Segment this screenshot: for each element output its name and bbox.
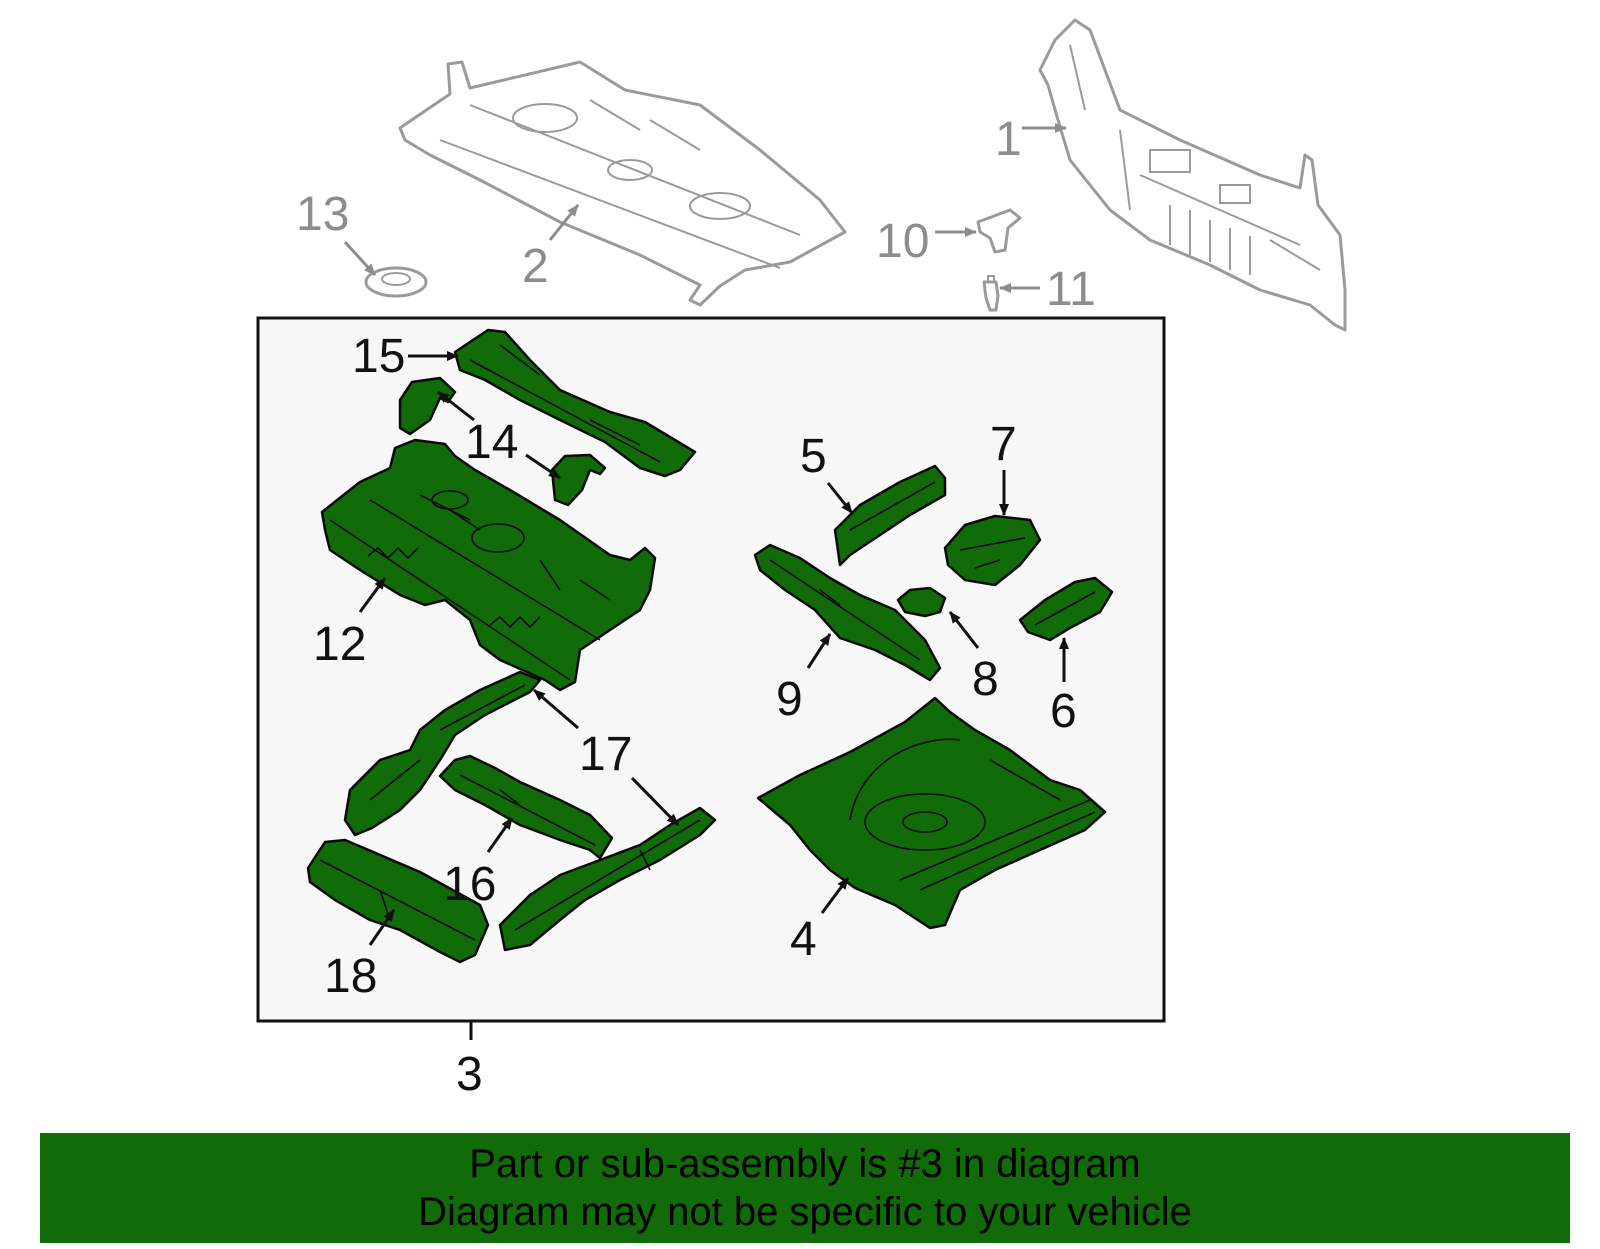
callout-12: 12: [313, 618, 366, 671]
arrow-8: [948, 611, 980, 649]
callout-17: 17: [579, 728, 632, 781]
part-7-panel: [943, 514, 1042, 587]
part-14b-bracket: [550, 453, 607, 507]
callout-2: 2: [522, 240, 549, 293]
callout-6: 6: [1050, 685, 1077, 738]
arrow-17a: [533, 688, 579, 730]
callout-5: 5: [800, 430, 827, 483]
callout-4: 4: [790, 913, 817, 966]
part-8-plug: [896, 586, 947, 618]
part-6-bracket: [1018, 576, 1114, 642]
part-12-rear-floor-pan: [320, 438, 657, 692]
arrow-17b: [630, 776, 680, 827]
part-16-cross-member: [438, 754, 614, 860]
info-banner: Part or sub-assembly is #3 in diagram Di…: [40, 1133, 1570, 1243]
callout-13: 13: [296, 188, 349, 241]
part-10-bracket: [976, 208, 1022, 254]
arrow-5: [826, 482, 854, 514]
arrow-16: [486, 817, 514, 853]
part-13-plug: [364, 266, 428, 298]
arrow-14b: [525, 453, 561, 480]
arrow-18: [368, 909, 396, 946]
callout-11: 11: [1046, 263, 1096, 316]
callout-10: 10: [876, 215, 929, 268]
arrow-14a: [437, 390, 475, 422]
callout-16: 16: [443, 858, 496, 911]
part-15-rail: [453, 328, 697, 478]
arrow-13: [343, 240, 377, 277]
arrow-2: [548, 204, 580, 241]
callout-18: 18: [324, 950, 377, 1003]
banner-line-2: Diagram may not be specific to your vehi…: [418, 1190, 1192, 1234]
part-4-spare-wheel-pan: [756, 696, 1107, 930]
part-11-clip: [982, 275, 1000, 312]
banner-line-1: Part or sub-assembly is #3 in diagram: [469, 1142, 1141, 1186]
part-18-rear-cross-member: [306, 838, 490, 964]
part-5-bracket: [833, 464, 947, 567]
info-banner-background: [40, 1133, 1570, 1243]
part-17b-side-member: [498, 806, 717, 952]
callout-14: 14: [465, 416, 518, 469]
part-17a-side-member: [343, 670, 542, 837]
callout-8: 8: [972, 653, 999, 706]
arrow-9: [806, 633, 832, 669]
arrow-12: [358, 577, 387, 613]
part-2-rear-package-tray: [398, 60, 847, 307]
callout-15: 15: [352, 330, 405, 383]
callout-3: 3: [456, 1048, 483, 1101]
callout-9: 9: [776, 673, 803, 726]
part-1-rear-panel: [1038, 18, 1347, 332]
part-9-extension: [753, 543, 942, 682]
callout-7: 7: [990, 418, 1017, 471]
arrow-4: [820, 877, 850, 914]
callout-1: 1: [995, 113, 1022, 166]
